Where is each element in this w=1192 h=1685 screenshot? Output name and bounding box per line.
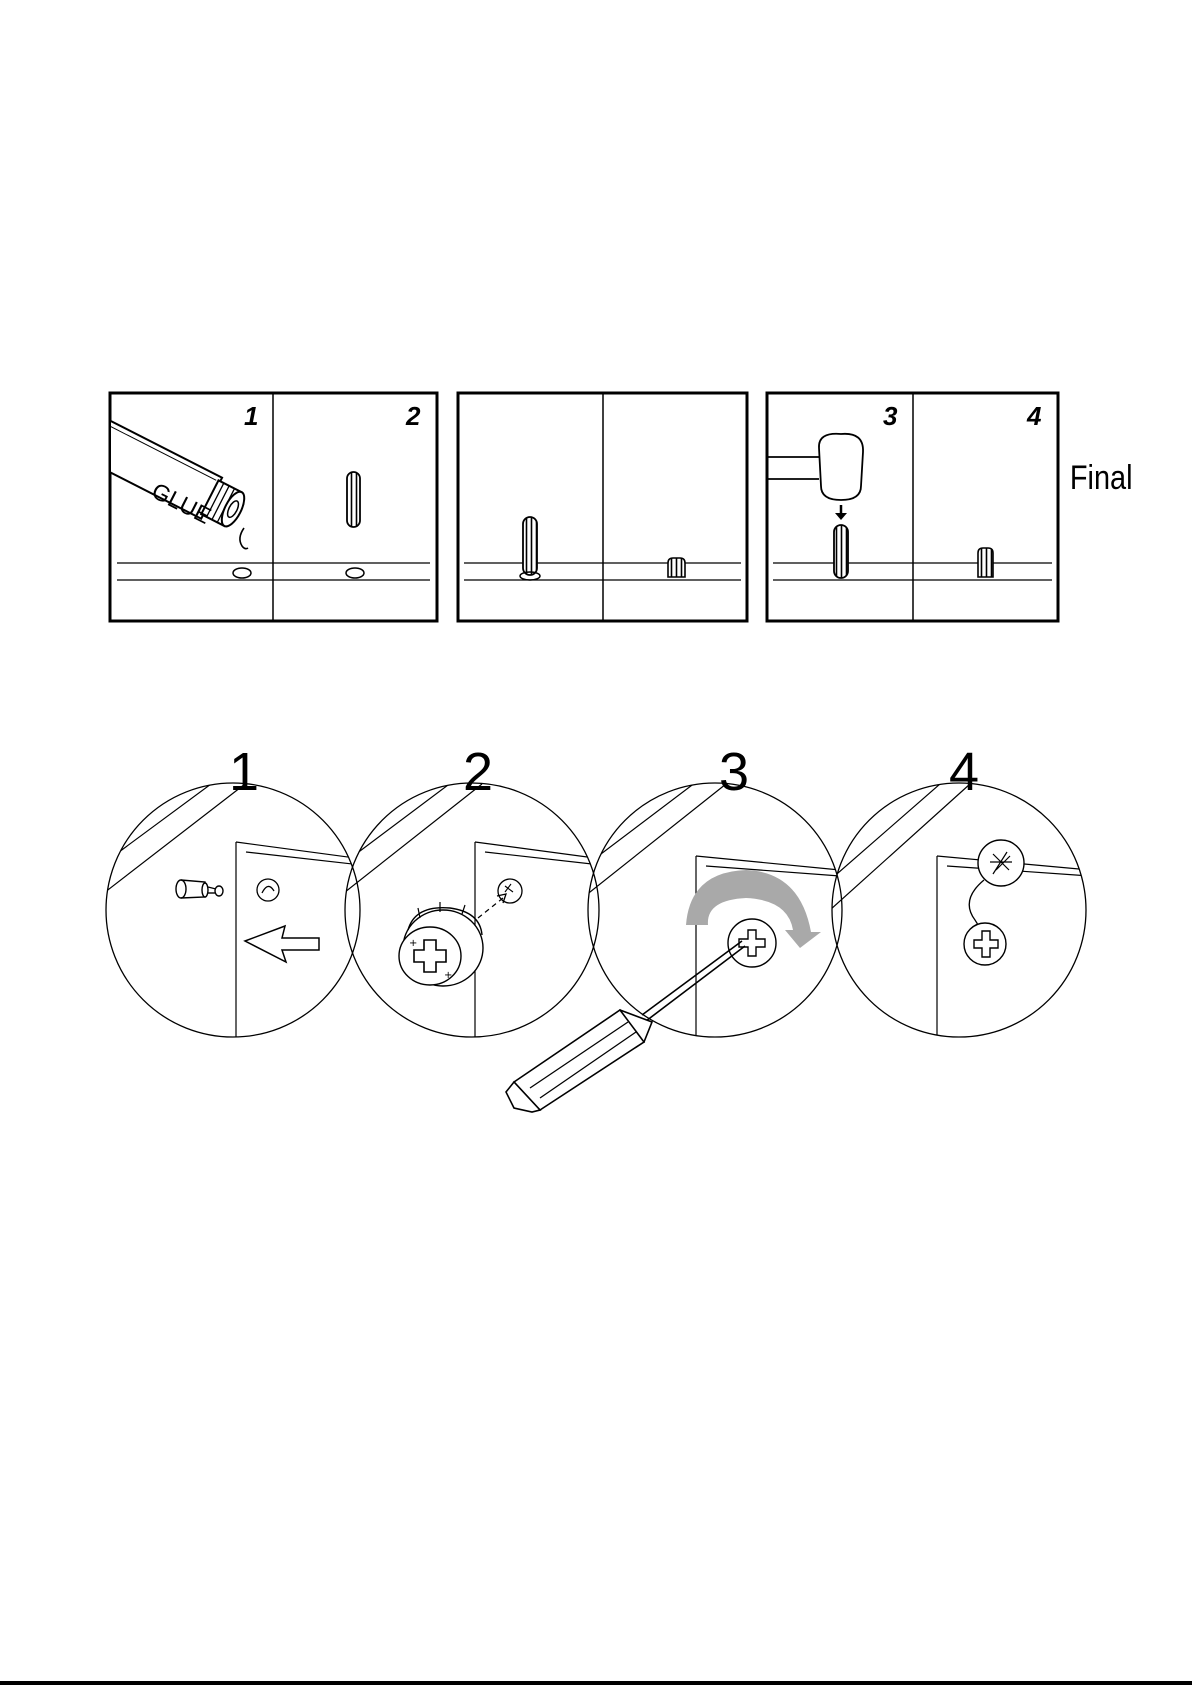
panel-number-2: 2 (405, 401, 421, 431)
panel-number-3: 3 (883, 401, 898, 431)
detail-circle (345, 783, 599, 1037)
dowel-box-incorrect (458, 393, 747, 621)
dowel-box-hammer: Final 3 4 (767, 393, 1133, 621)
step-number-4: 4 (949, 742, 979, 802)
cam-step-1-detail (100, 770, 370, 1040)
dowel-hole (233, 568, 251, 578)
cam-step-2-detail: + + (340, 770, 610, 1040)
insert-dash-arrow (478, 898, 503, 918)
cam-step-3-detail (506, 770, 842, 1112)
left-arrow-icon (245, 926, 319, 962)
dowel-instructions: GLUE 1 2 (68, 393, 1133, 621)
svg-text:+: + (444, 970, 452, 981)
detail-circle (832, 783, 1086, 1037)
dowel-pin-icon (523, 517, 537, 575)
short-dowel-icon (978, 548, 993, 577)
mallet-icon (768, 434, 863, 500)
cam-cover-cap-icon (978, 840, 1024, 886)
dowel-pin-icon (347, 472, 360, 527)
screwdriver-icon (506, 941, 745, 1112)
svg-text:+: + (409, 938, 417, 949)
dowel-pin-icon (834, 525, 848, 578)
detail-circle (106, 783, 360, 1037)
cam-screw-icon (176, 880, 223, 898)
final-label: Final (1070, 458, 1133, 497)
cam-lock-instructions: 1 2 3 4 (100, 742, 1090, 1112)
page-bottom-rule (0, 1681, 1192, 1685)
dowel-box-glue: GLUE 1 2 (68, 393, 437, 621)
dowel-hole (346, 568, 364, 578)
short-dowel-icon (668, 558, 685, 577)
glue-tube-icon: GLUE (68, 410, 251, 534)
step-number-3: 3 (719, 742, 749, 802)
cam-installed-icon (964, 923, 1006, 965)
panel-number-1: 1 (244, 401, 258, 431)
cam-lock-icon: + + (399, 902, 483, 986)
cam-step-4-detail (830, 770, 1090, 1040)
step-number-2: 2 (463, 742, 493, 802)
down-arrow-icon (835, 505, 847, 520)
panel-number-4: 4 (1026, 401, 1042, 431)
cam-head-icon (728, 919, 776, 967)
glue-drop-icon (240, 528, 248, 549)
screw-hole-icon (257, 879, 279, 901)
